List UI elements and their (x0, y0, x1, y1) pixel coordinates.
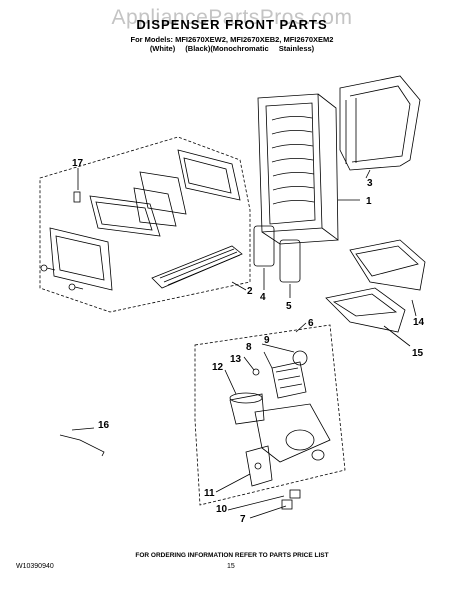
callout-7: 7 (240, 514, 246, 525)
page-title: DISPENSER FRONT PARTS (136, 17, 328, 32)
lens-cover-4-part (253, 225, 275, 267)
callout-1: 1 (366, 196, 372, 207)
drip-tray-part (349, 239, 426, 291)
screw-parts (40, 264, 84, 291)
grille-part (151, 245, 243, 289)
callout-9: 9 (264, 335, 270, 346)
callout-5: 5 (286, 301, 292, 312)
callout-8: 8 (246, 342, 252, 353)
lens-cover-5-part (279, 239, 301, 283)
variants-line: (White) (Black)(Monochromatic Stainless) (149, 44, 315, 53)
control-panel-part (49, 149, 241, 291)
callout-14: 14 (413, 317, 425, 328)
callout-13: 13 (230, 354, 242, 365)
dispenser-lever-part (229, 392, 265, 425)
dispenser-housing-part (257, 93, 339, 245)
callout-3: 3 (367, 178, 373, 189)
water-paddle-part (245, 445, 273, 487)
motor-part (292, 350, 308, 366)
models-line: For Models: MFI2670XEW2, MFI2670XEB2, MF… (130, 35, 334, 44)
chute-part (254, 403, 331, 463)
actuator-part (271, 361, 307, 399)
callout-6: 6 (308, 318, 314, 329)
switch-part (281, 489, 301, 510)
lower-group-outline (194, 324, 346, 506)
document-number: W10390940 (16, 563, 54, 570)
callout-2: 2 (247, 286, 253, 297)
callout-15: 15 (412, 348, 424, 359)
callout-17: 17 (72, 158, 84, 169)
callout-4: 4 (260, 292, 266, 303)
callout-16: 16 (98, 420, 110, 431)
callout-11: 11 (204, 488, 215, 499)
ordering-footer: FOR ORDERING INFORMATION REFER TO PARTS … (135, 552, 329, 559)
wire-part (59, 434, 105, 457)
callout-12: 12 (212, 362, 224, 373)
page-number: 15 (227, 563, 235, 570)
watermark: AppliancePartsPros.com (111, 6, 353, 29)
callout-10: 10 (216, 504, 228, 515)
tray-grille-part (325, 287, 406, 333)
upper-group-outline (39, 136, 251, 313)
rear-shell-part (339, 75, 421, 171)
spring-part (252, 368, 260, 376)
